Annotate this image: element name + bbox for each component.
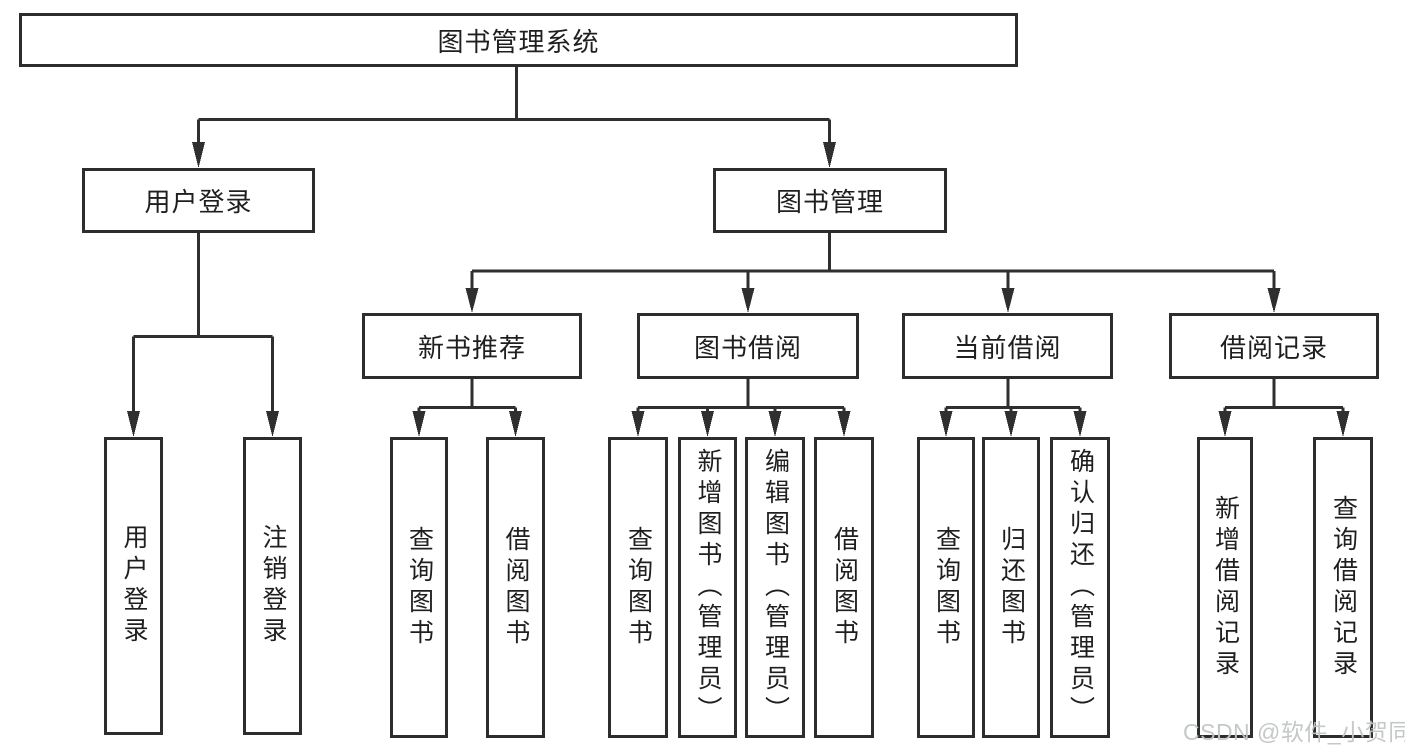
csdn-watermark: CSDN @软件_小贺同学 xyxy=(1183,719,1405,745)
node-book-management: 图书管理 xyxy=(713,168,947,233)
node-current-borrow: 当前借阅 xyxy=(902,313,1113,379)
leaf-query-borrow-record: 查询借阅记录 xyxy=(1313,437,1373,738)
leaf-add-book-admin: 新增图书（管理员） xyxy=(678,437,737,738)
leaf-query-books-current-label: 查询图书 xyxy=(932,525,961,650)
node-user-login: 用户登录 xyxy=(82,168,315,233)
leaf-query-books-current: 查询图书 xyxy=(917,437,975,738)
leaf-user-login: 用户登录 xyxy=(104,437,163,735)
node-book-borrow: 图书借阅 xyxy=(637,313,859,379)
connector-book-borrow-to-leaves xyxy=(631,379,851,437)
leaf-borrow-books-label: 借阅图书 xyxy=(830,525,859,650)
leaf-query-books-recommend: 查询图书 xyxy=(390,437,448,738)
node-borrow-records: 借阅记录 xyxy=(1169,313,1379,379)
leaf-add-borrow-record: 新增借阅记录 xyxy=(1197,437,1253,738)
leaf-query-books-borrow-label: 查询图书 xyxy=(624,525,653,650)
leaf-query-borrow-record-label: 查询借阅记录 xyxy=(1329,494,1358,681)
node-book-management-label: 图书管理 xyxy=(775,187,884,217)
connector-borrow-records-to-leaves xyxy=(1218,379,1350,437)
leaf-confirm-return-admin-label: 确认归还（管理员） xyxy=(1066,448,1095,727)
node-book-borrow-label: 图书借阅 xyxy=(693,332,802,363)
connector-book-management-to-modules xyxy=(465,233,1281,313)
leaf-logout: 注销登录 xyxy=(243,437,302,735)
leaf-add-book-admin-label: 新增图书（管理员） xyxy=(694,448,722,727)
connector-new-book-recommend-to-leaves xyxy=(412,379,522,437)
node-root: 图书管理系统 xyxy=(19,13,1018,67)
leaf-edit-book-admin: 编辑图书（管理员） xyxy=(745,437,805,738)
leaf-query-books-borrow: 查询图书 xyxy=(608,437,668,738)
connector-root-to-branches xyxy=(192,67,836,168)
leaf-borrow-books-recommend: 借阅图书 xyxy=(486,437,545,738)
leaf-return-books: 归还图书 xyxy=(982,437,1040,738)
node-root-label: 图书管理系统 xyxy=(437,26,600,57)
connector-current-borrow-to-leaves xyxy=(939,379,1087,437)
node-current-borrow-label: 当前借阅 xyxy=(953,332,1062,363)
leaf-user-login-label: 用户登录 xyxy=(120,524,148,648)
leaf-return-books-label: 归还图书 xyxy=(997,525,1026,650)
node-new-book-recommend-label: 新书推荐 xyxy=(417,332,526,363)
node-new-book-recommend: 新书推荐 xyxy=(362,313,582,379)
node-user-login-label: 用户登录 xyxy=(144,187,253,217)
node-borrow-records-label: 借阅记录 xyxy=(1219,332,1328,363)
leaf-borrow-books: 借阅图书 xyxy=(814,437,874,738)
leaf-add-borrow-record-label: 新增借阅记录 xyxy=(1211,494,1240,681)
connector-user-login-to-leaves xyxy=(127,233,279,437)
leaf-edit-book-admin-label: 编辑图书（管理员） xyxy=(761,448,790,727)
leaf-logout-label: 注销登录 xyxy=(259,524,287,648)
leaf-borrow-books-recommend-label: 借阅图书 xyxy=(502,525,530,650)
leaf-query-books-recommend-label: 查询图书 xyxy=(405,525,434,650)
leaf-confirm-return-admin: 确认归还（管理员） xyxy=(1050,437,1110,738)
